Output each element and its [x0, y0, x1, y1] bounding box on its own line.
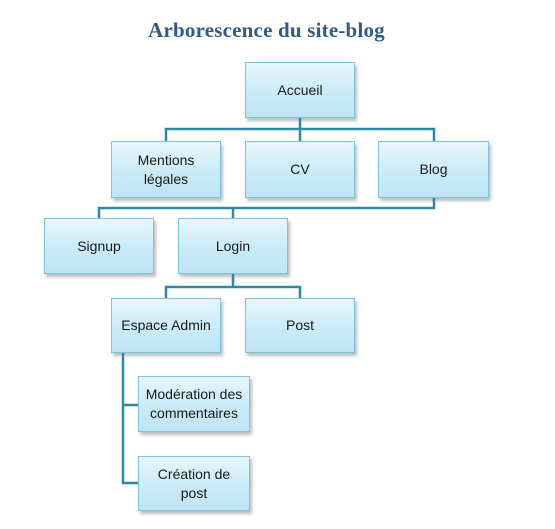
- node-moderation-commentaires: Modération des commentaires: [138, 376, 250, 432]
- node-signup: Signup: [44, 218, 154, 274]
- node-post: Post: [245, 298, 355, 353]
- connector-blog-children: [97, 196, 436, 220]
- node-mentions-legales: Mentions légales: [111, 141, 221, 198]
- connector-login-children: [164, 272, 302, 300]
- node-creation-de-post: Création de post: [138, 456, 250, 511]
- connector-espace-admin-children: [121, 351, 140, 485]
- node-cv: CV: [245, 141, 355, 198]
- node-login: Login: [178, 218, 288, 274]
- node-accueil: Accueil: [245, 62, 355, 118]
- node-blog: Blog: [378, 141, 489, 198]
- diagram-title: Arborescence du site-blog: [148, 18, 385, 42]
- connector-accueil-children: [164, 116, 436, 143]
- node-espace-admin: Espace Admin: [111, 298, 221, 353]
